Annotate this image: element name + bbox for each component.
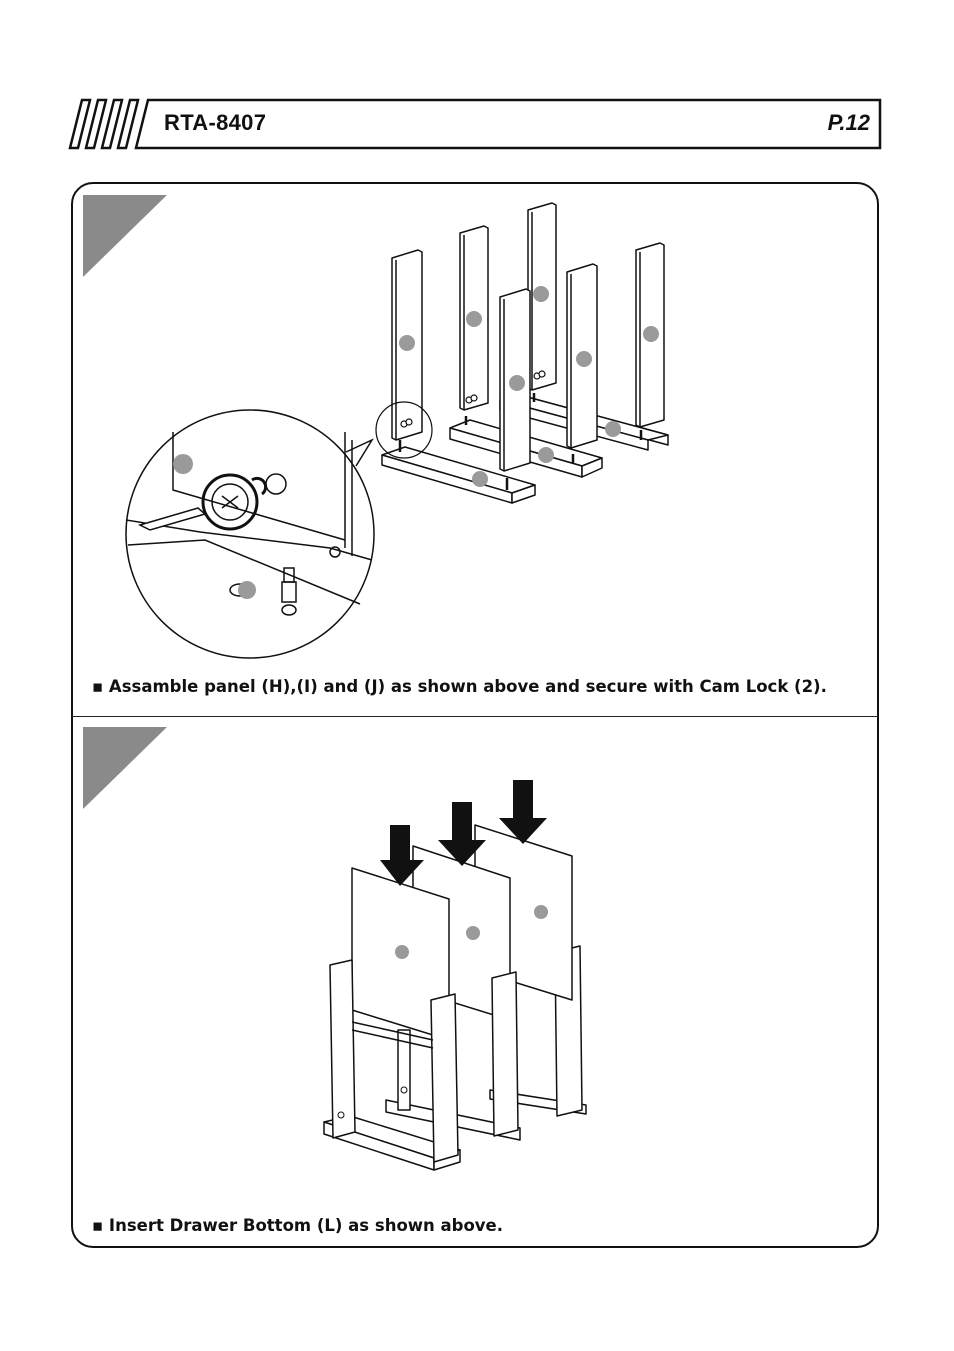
page-number: P.12 [827, 110, 870, 135]
arrow-down-1-icon [380, 825, 424, 886]
arrow-down-3-icon [499, 780, 547, 844]
step-1-marker [83, 195, 167, 277]
step-1-instruction: ▪ Assamble panel (H),(I) and (J) as show… [92, 677, 827, 696]
header-stripes-icon [68, 98, 882, 150]
step-2-instruction: ▪ Insert Drawer Bottom (L) as shown abov… [92, 1216, 504, 1235]
model-number: RTA-8407 [164, 110, 267, 135]
page-header: RTA-8407 P.12 [68, 98, 882, 150]
step-2-illustration [323, 780, 587, 1171]
step-1-illustration [125, 202, 669, 659]
front-upright-left [329, 959, 356, 1139]
step-2-marker [83, 727, 167, 809]
arrow-down-2-icon [438, 802, 486, 866]
front-upright-right [430, 993, 459, 1163]
zoom-detail [125, 409, 375, 659]
step-divider [72, 716, 878, 717]
instruction-frame [71, 182, 879, 1248]
